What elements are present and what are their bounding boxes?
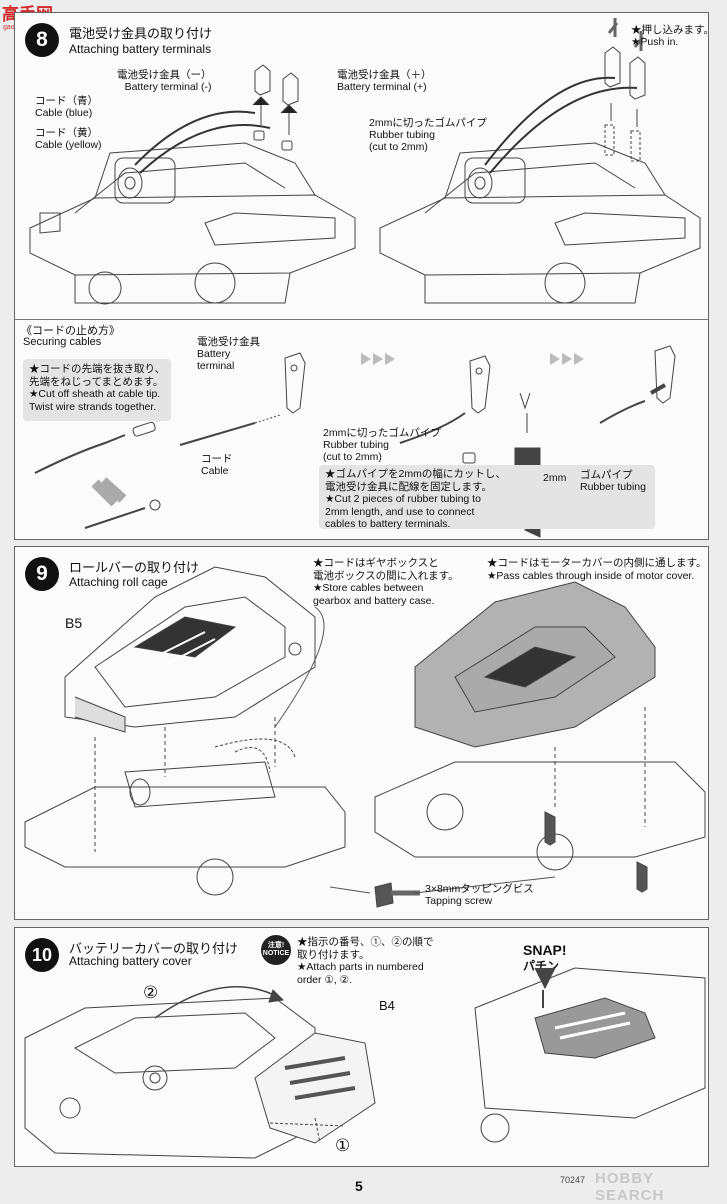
tapping-screw-label: 3×8mmタッピングビス Tapping screw [425, 883, 534, 907]
step-number: 9 [25, 557, 59, 591]
tubing-label: ゴムパイプ Rubber tubing [580, 469, 646, 493]
step-title-jp: 電池受け金具の取り付け [69, 27, 213, 42]
cut-note-box [319, 465, 655, 529]
terminal-pos-label: 電池受け金具（＋） Battery terminal (+) [337, 69, 432, 93]
part-b4-label: B4 [379, 998, 395, 1013]
cable-label: コード Cable [201, 453, 233, 477]
watermark: HOBBY SEARCH [595, 1170, 665, 1204]
section-divider [15, 319, 708, 320]
dimension-label: 2mm [543, 472, 567, 484]
securing-title-en: Securing cables [23, 336, 102, 348]
tip-note-box [23, 359, 171, 421]
step-title-en: Attaching roll cage [69, 575, 168, 589]
part-b5-label: B5 [65, 615, 83, 631]
cable-yellow-label: コード（黄） Cable (yellow) [35, 127, 102, 151]
step-title-jp: ロールバーの取り付け [69, 561, 200, 576]
footer-code: 70247 [560, 1175, 586, 1185]
attach-order-note: ★指示の番号、①、②の順で 取り付けます。 ★Attach parts in n… [297, 936, 434, 986]
step-title-en: Attaching battery terminals [69, 42, 212, 56]
cable-pass-note: ★コードはモーターカバーの内側に通します。 ★Pass cables throu… [487, 557, 707, 582]
step-8-panel: 8 電池受け金具の取り付け Attaching battery terminal… [14, 12, 709, 540]
roll-cage-illustration [24, 566, 706, 908]
notice-badge: 注意! NOTICE [261, 935, 291, 965]
securing-title-jp: 《コードの止め方》 [21, 324, 120, 337]
cut-note: ★ゴムパイプを2mmの幅にカットし、 電池受け金具に配線を固定します。 ★Cut… [325, 468, 506, 530]
tip-note: ★コードの先端を抜き取り、 先端をねじってまとめます。 ★Cut off she… [29, 363, 166, 413]
step-10-panel: 10 バッテリーカバーの取り付け Attaching battery cover… [14, 927, 709, 1167]
battery-cover-illustration [24, 967, 706, 1159]
terminal-neg-label: 電池受け金具（ー） Battery terminal (-) [117, 69, 212, 93]
step-title-en: Attaching battery cover [69, 954, 192, 968]
step-9-panel: 9 ロールバーの取り付け Attaching roll cage B5 ★コード… [14, 546, 709, 920]
step-number: 10 [25, 938, 59, 972]
step-number: 8 [25, 23, 59, 57]
cable-blue-label: コード（青） Cable (blue) [35, 95, 98, 119]
step-title-jp: バッテリーカバーの取り付け [69, 942, 239, 957]
rubber-tubing-label: 2mmに切ったゴムパイプ Rubber tubing (cut to 2mm) [369, 117, 487, 153]
order-mark-1: ① [335, 1136, 351, 1155]
rubber-tubing2-label: 2mmに切ったゴムパイプ Rubber tubing (cut to 2mm) [323, 427, 441, 463]
page-number: 5 [355, 1178, 363, 1194]
push-in-note: ★押し込みます。 ★Push in. [631, 24, 709, 48]
chassis-illustration-left [29, 18, 701, 305]
cable-store-note: ★コードはギヤボックスと 電池ボックスの間に入れます。 ★Store cable… [313, 557, 459, 607]
terminal2-label: 電池受け金具 Battery terminal [197, 336, 260, 372]
order-mark-2: ② [143, 983, 159, 1002]
